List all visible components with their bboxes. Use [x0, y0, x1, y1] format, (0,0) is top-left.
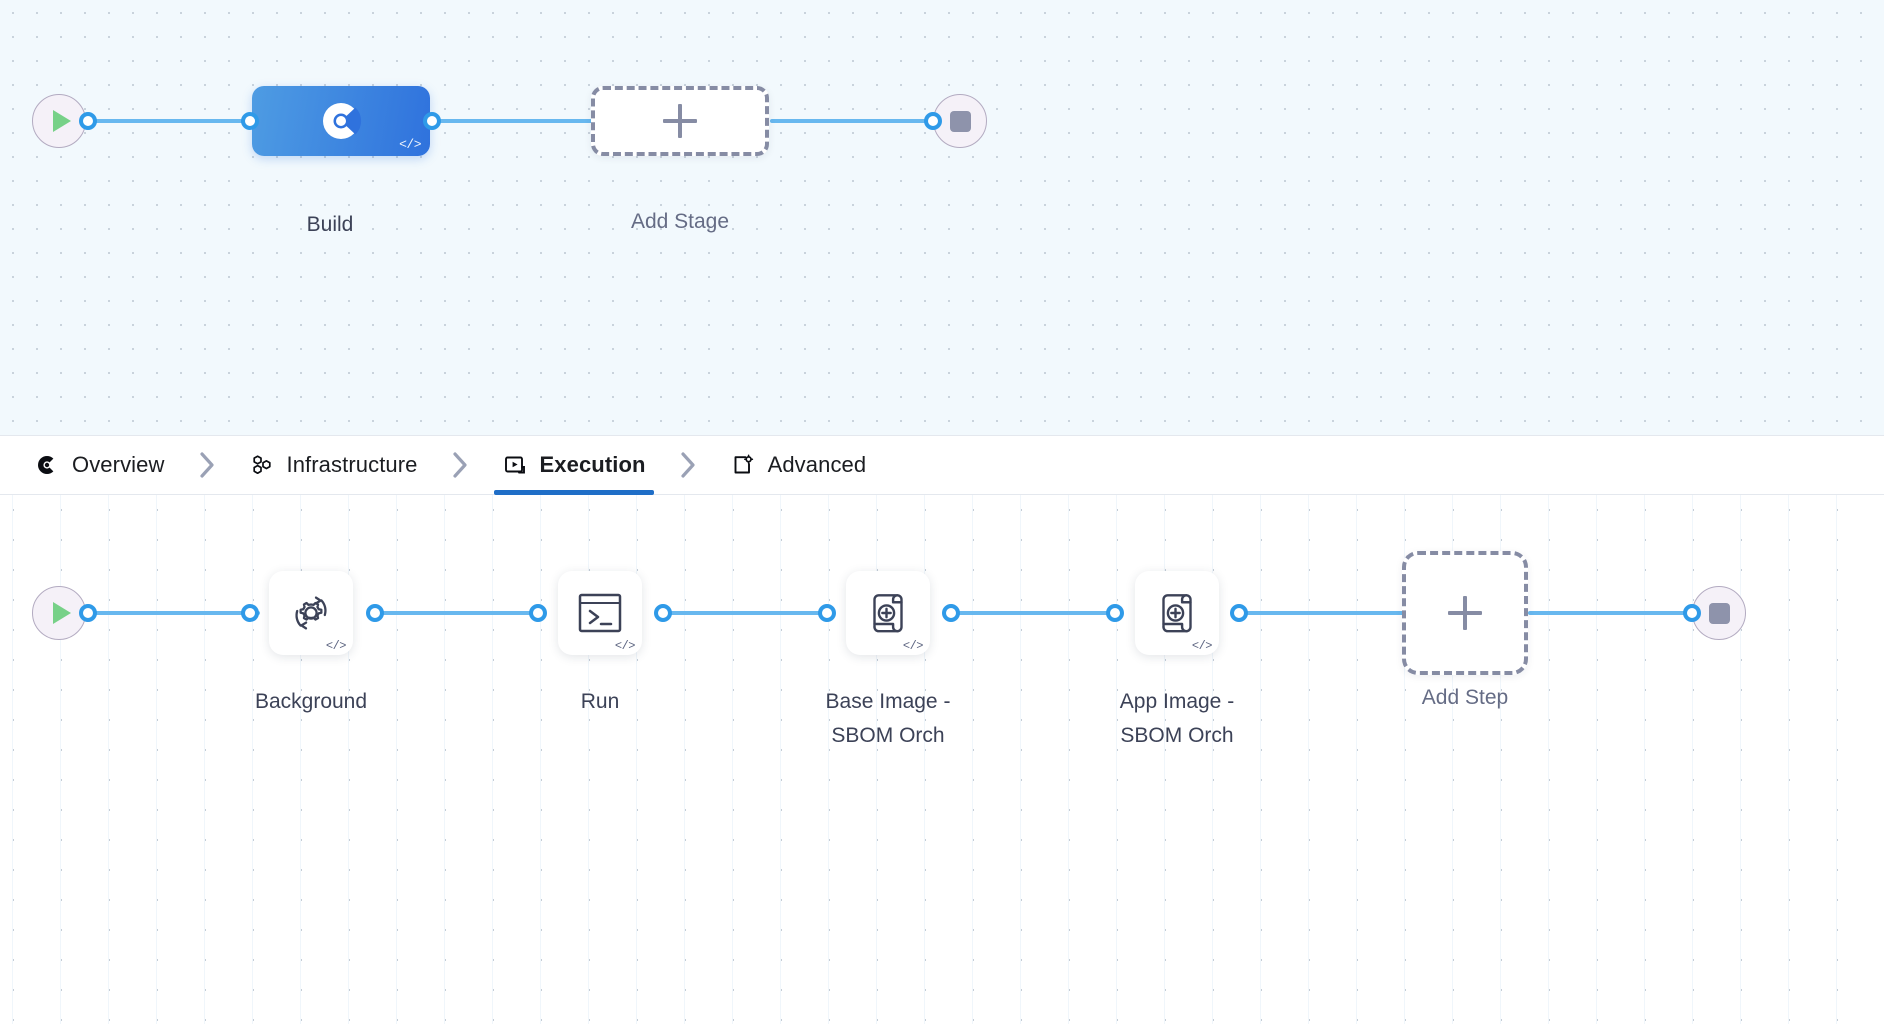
- stage-build-out-port[interactable]: [423, 112, 441, 130]
- add-stage-label: Add Stage: [630, 210, 730, 233]
- stage-config-tabs[interactable]: Overview Infrastructure: [0, 435, 1884, 495]
- stage-start-port[interactable]: [79, 112, 97, 130]
- execution-icon: [502, 452, 528, 478]
- step-node-run[interactable]: </>: [558, 571, 642, 655]
- step-background-in-port[interactable]: [241, 604, 259, 622]
- tab-infrastructure[interactable]: Infrastructure: [233, 436, 434, 494]
- code-badge: </>: [399, 137, 421, 152]
- gear-refresh-icon: [295, 596, 327, 630]
- edge-run-to-base-image: [663, 611, 828, 615]
- edge-add-step-to-end: [1528, 611, 1701, 615]
- step-node-app-image-sbom-orch-label: App Image - SBOM Orch: [1119, 690, 1235, 748]
- tab-execution[interactable]: Execution: [486, 436, 662, 495]
- play-icon: [52, 602, 71, 624]
- edge-build-to-add-stage: [432, 119, 597, 123]
- step-node-background[interactable]: </>: [269, 571, 353, 655]
- code-badge: </>: [1191, 639, 1213, 653]
- edge-start-to-build: [88, 119, 260, 123]
- edge-add-stage-to-end: [770, 119, 942, 123]
- execution-start-port[interactable]: [79, 604, 97, 622]
- sbom-scroll-icon: [873, 594, 903, 633]
- tab-overview-label: Overview: [72, 452, 165, 477]
- step-node-run-label: Run: [580, 690, 620, 713]
- sbom-scroll-icon: [1162, 594, 1192, 633]
- chevron-right-icon: [662, 436, 714, 494]
- tab-execution-label: Execution: [539, 452, 646, 477]
- terminal-icon: [578, 593, 622, 633]
- chevron-right-icon: [434, 436, 486, 494]
- plus-icon: [663, 104, 697, 138]
- step-base-image-out-port[interactable]: [942, 604, 960, 622]
- add-step-button[interactable]: [1402, 551, 1528, 675]
- stage-node-build[interactable]: </>: [252, 86, 430, 156]
- execution-end-port[interactable]: [1683, 604, 1701, 622]
- tab-advanced[interactable]: Advanced: [714, 436, 883, 494]
- stop-icon: [1708, 602, 1730, 624]
- tab-advanced-label: Advanced: [767, 452, 867, 477]
- edge-base-image-to-app-image: [951, 611, 1116, 615]
- step-app-image-out-port[interactable]: [1230, 604, 1248, 622]
- play-icon: [52, 110, 71, 132]
- edge-background-to-run: [375, 611, 543, 615]
- stage-start-node[interactable]: [32, 94, 86, 148]
- stage-end-node[interactable]: [933, 94, 987, 148]
- infrastructure-icon: [249, 452, 275, 478]
- edge-app-image-to-add-step: [1239, 611, 1405, 615]
- plus-icon: [1448, 596, 1482, 630]
- execution-graph-canvas[interactable]: </> Background </> Run: [0, 495, 1884, 1024]
- step-run-out-port[interactable]: [654, 604, 672, 622]
- harness-pipeline-icon: [323, 103, 362, 139]
- step-node-background-label: Background: [254, 690, 368, 713]
- step-background-out-port[interactable]: [366, 604, 384, 622]
- stage-graph-canvas[interactable]: </> Build Add Stage: [0, 0, 1884, 435]
- code-badge: </>: [902, 639, 924, 653]
- step-node-base-image-sbom-orch-label: Base Image - SBOM Orch: [825, 690, 951, 748]
- step-base-image-in-port[interactable]: [818, 604, 836, 622]
- tab-overview[interactable]: Overview: [18, 436, 181, 494]
- add-step-label: Add Step: [1421, 686, 1509, 709]
- step-run-in-port[interactable]: [529, 604, 547, 622]
- code-badge: </>: [614, 639, 636, 653]
- stage-node-build-label: Build: [306, 213, 354, 236]
- overview-icon: [34, 452, 60, 478]
- stage-end-port[interactable]: [924, 112, 942, 130]
- chevron-right-icon: [181, 436, 233, 494]
- execution-end-node[interactable]: [1692, 586, 1746, 640]
- advanced-icon: [730, 452, 756, 478]
- add-stage-button[interactable]: [591, 86, 769, 156]
- step-app-image-in-port[interactable]: [1106, 604, 1124, 622]
- edge-start-to-background: [88, 611, 260, 615]
- step-node-base-image-sbom-orch[interactable]: </>: [846, 571, 930, 655]
- step-node-app-image-sbom-orch[interactable]: </>: [1135, 571, 1219, 655]
- tab-infrastructure-label: Infrastructure: [286, 452, 418, 477]
- stage-build-in-port[interactable]: [241, 112, 259, 130]
- stop-icon: [949, 110, 971, 132]
- execution-start-node[interactable]: [32, 586, 86, 640]
- code-badge: </>: [325, 639, 347, 653]
